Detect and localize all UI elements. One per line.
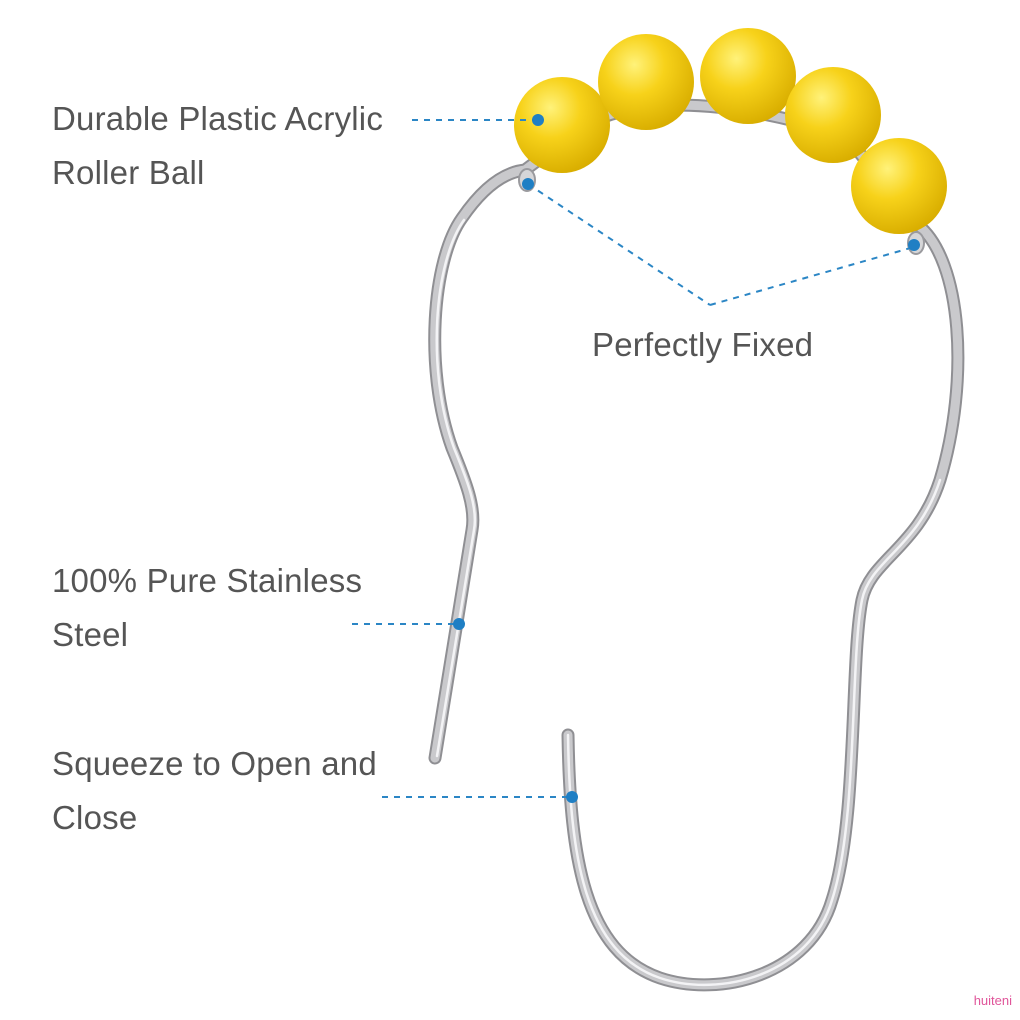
label-fixed-line1: Perfectly Fixed — [592, 326, 814, 363]
label-roller-ball: Durable Plastic Acrylic Roller Ball — [52, 92, 383, 200]
label-squeeze-to-open: Squeeze to Open and Close — [52, 737, 377, 845]
dot-fixed-right — [908, 239, 920, 251]
leader-lines — [352, 119, 915, 798]
label-stainless-steel: 100% Pure Stainless Steel — [52, 554, 362, 662]
dot-squeeze — [566, 791, 578, 803]
label-steel-line1: 100% Pure Stainless — [52, 562, 363, 599]
roller-ball — [851, 138, 947, 234]
label-squeeze-line2: Close — [52, 799, 138, 836]
label-squeeze-line1: Squeeze to Open and — [52, 745, 377, 782]
roller-ball — [785, 67, 881, 163]
beads-icon — [514, 28, 947, 234]
hook-wire-shadow — [428, 98, 965, 992]
hook-icon — [428, 98, 965, 992]
leader-fixed-right — [709, 246, 915, 306]
dot-steel — [453, 618, 465, 630]
leader-fixed-left — [527, 183, 711, 306]
roller-ball — [514, 77, 610, 173]
dot-roller — [532, 114, 544, 126]
dot-fixed-left — [522, 178, 534, 190]
label-roller-ball-line1: Durable Plastic Acrylic — [52, 100, 384, 137]
label-roller-ball-line2: Roller Ball — [52, 154, 205, 191]
label-steel-line2: Steel — [52, 616, 129, 653]
hook-wire — [430, 100, 963, 990]
callout-dots-icon — [453, 114, 920, 803]
roller-ball — [598, 34, 694, 130]
hook-wire-highlight — [435, 218, 942, 987]
watermark: huiteni — [973, 993, 1012, 1008]
label-perfectly-fixed: Perfectly Fixed — [592, 318, 813, 372]
roller-ball — [700, 28, 796, 124]
